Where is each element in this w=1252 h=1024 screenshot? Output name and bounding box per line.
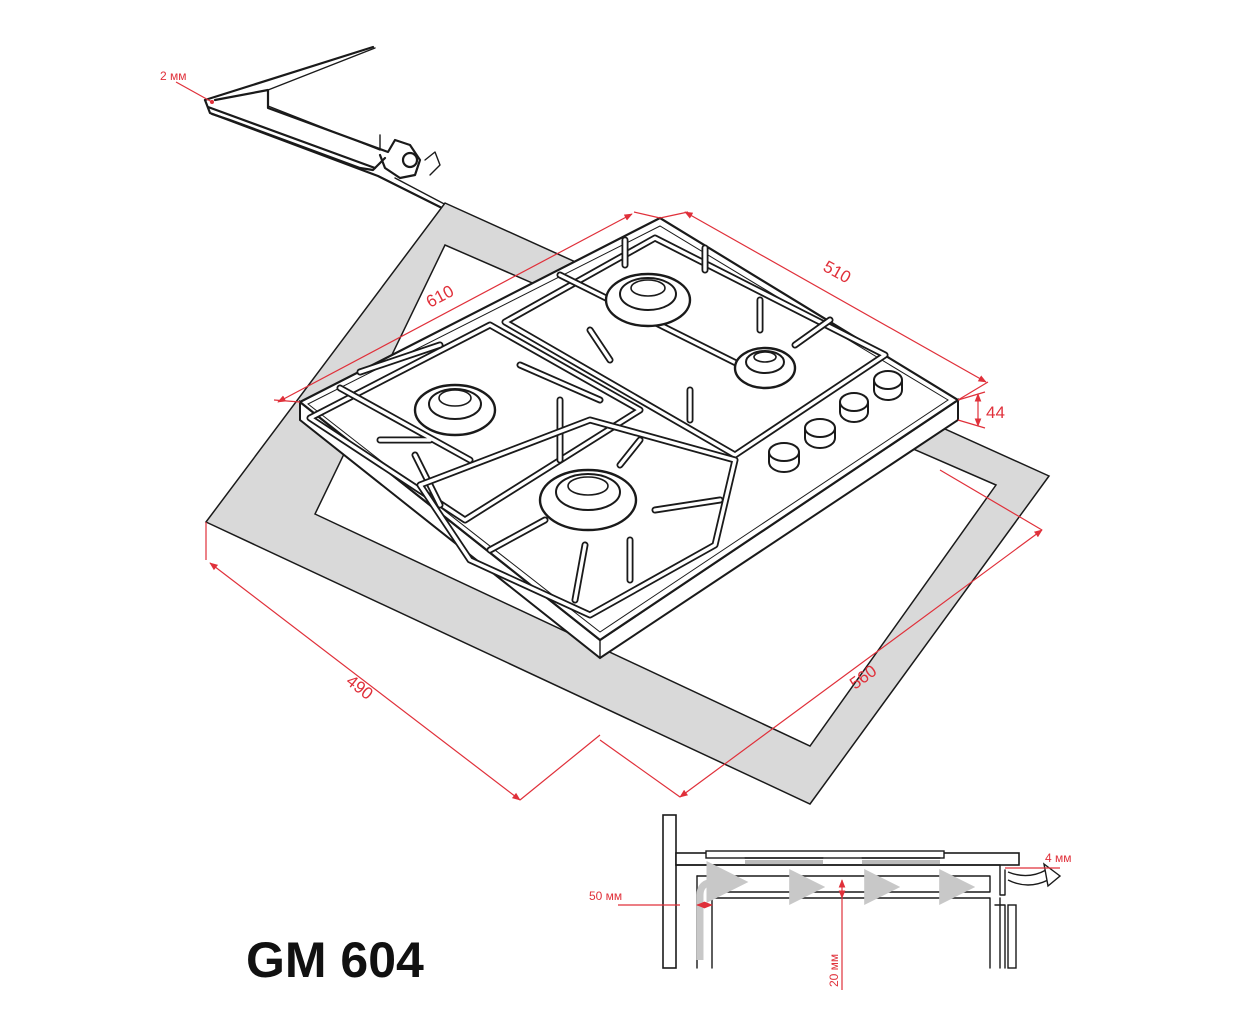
knob-1 — [768, 442, 800, 473]
dimension-610 — [273, 211, 661, 403]
rear-gap-label: 4 мм — [1045, 851, 1072, 865]
dimension-44 — [957, 391, 986, 429]
burner-rear-left — [413, 383, 497, 437]
knob-4 — [873, 370, 903, 401]
ventilation-detail — [618, 814, 1062, 990]
knob-2 — [804, 418, 836, 449]
burner-front-left — [538, 468, 638, 532]
wall-gap-label: 50 мм — [589, 889, 622, 903]
dim-height: 44 — [986, 403, 1005, 422]
air-gap-label: 20 мм — [827, 954, 841, 987]
dimension-560 — [599, 469, 1043, 798]
seal-gap-label: 2 мм — [160, 69, 187, 83]
seal-detail — [175, 45, 452, 214]
model-title: GM 604 — [246, 932, 424, 988]
dimension-510 — [659, 211, 989, 401]
dimension-490 — [205, 522, 601, 801]
dim-depth-top: 510 — [820, 257, 854, 287]
burner-front-right — [733, 346, 797, 390]
burner-rear-right — [604, 272, 692, 328]
knob-3 — [839, 392, 869, 423]
dim-cutout-depth: 490 — [343, 671, 377, 703]
